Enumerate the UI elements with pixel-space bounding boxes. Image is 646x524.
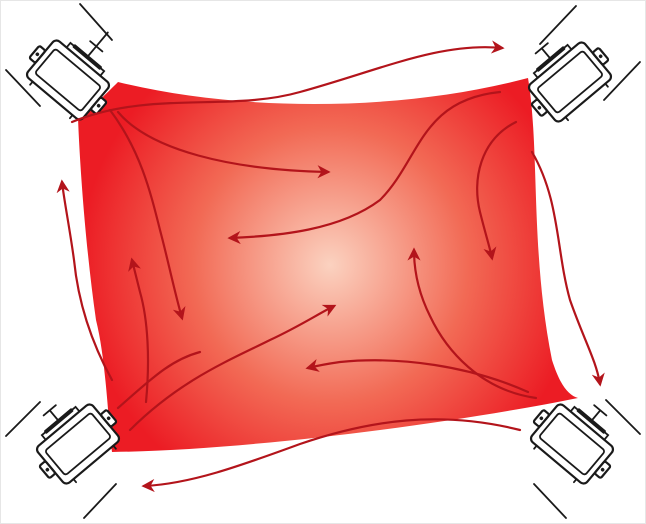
heat-coverage-area: [78, 78, 578, 452]
